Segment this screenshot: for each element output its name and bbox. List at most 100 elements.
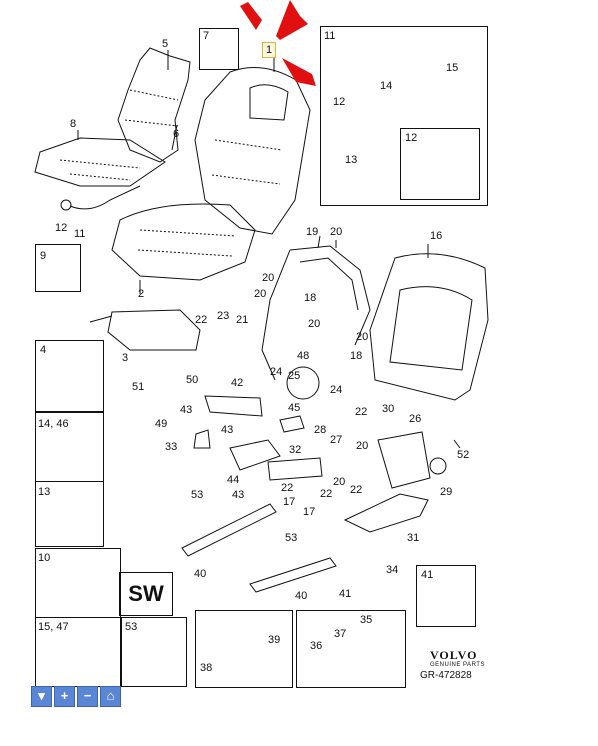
part-label: 44 bbox=[227, 474, 240, 486]
part-label: 45 bbox=[288, 402, 301, 414]
part-30-shape bbox=[377, 431, 431, 489]
part-label: 10 bbox=[38, 552, 51, 564]
part-label: 3 bbox=[122, 352, 129, 364]
part-label: 27 bbox=[330, 434, 343, 446]
part-label: 22 bbox=[195, 314, 208, 326]
part-label: 35 bbox=[360, 614, 373, 626]
part-32-shape bbox=[267, 457, 323, 481]
inset-box-41 bbox=[416, 565, 476, 627]
inset-box-4 bbox=[35, 340, 104, 412]
pointer-icon[interactable]: ▾ bbox=[31, 686, 52, 707]
part-19-shape bbox=[261, 245, 371, 381]
part-8-shape bbox=[34, 137, 166, 187]
zoom-out-icon[interactable]: − bbox=[77, 686, 98, 707]
part-label: 13 bbox=[38, 486, 51, 498]
part-label: 11 bbox=[74, 228, 86, 240]
part-label: 20 bbox=[333, 476, 346, 488]
part-label: 20 bbox=[254, 288, 267, 300]
part-label: 42 bbox=[231, 377, 244, 389]
viewer-toolbar: ▾ + − ⌂ bbox=[31, 686, 121, 707]
part-label: 22 bbox=[355, 406, 368, 418]
part-label: 34 bbox=[386, 564, 399, 576]
part-label: 5 bbox=[162, 38, 169, 50]
part-label: 37 bbox=[334, 628, 347, 640]
part-label: 12 bbox=[405, 132, 418, 144]
part-label: 12 bbox=[333, 96, 346, 108]
brand-logo: VOLVO bbox=[430, 648, 478, 662]
part-label: 38 bbox=[200, 662, 213, 674]
inset-box-7 bbox=[199, 28, 239, 70]
highlight-arrows bbox=[240, 0, 316, 86]
inset-box-9 bbox=[35, 244, 81, 292]
part-44-shape bbox=[229, 439, 281, 471]
part-label: 20 bbox=[262, 272, 275, 284]
red-arrow-3 bbox=[282, 58, 316, 86]
part-label: 26 bbox=[409, 413, 422, 425]
red-arrow-2 bbox=[276, 0, 308, 40]
part-label: 53 bbox=[285, 532, 298, 544]
part-label: 20 bbox=[356, 331, 369, 343]
part-label: 53 bbox=[125, 621, 138, 633]
part-31-shape bbox=[343, 493, 429, 533]
part-label: 22 bbox=[281, 482, 294, 494]
red-arrow-1 bbox=[240, 2, 262, 30]
part-label: 40 bbox=[295, 590, 308, 602]
part-43-shape bbox=[204, 395, 263, 417]
inset-box-13 bbox=[35, 481, 104, 547]
home-icon[interactable]: ⌂ bbox=[100, 686, 121, 707]
zoom-in-icon[interactable]: + bbox=[54, 686, 75, 707]
part-label: 43 bbox=[180, 404, 193, 416]
part-label: 41 bbox=[339, 588, 352, 600]
part-label: 11 bbox=[324, 30, 336, 42]
part-label: 2 bbox=[138, 288, 145, 300]
part-label: 20 bbox=[308, 318, 321, 330]
part-label: 18 bbox=[304, 292, 317, 304]
part-label: 30 bbox=[382, 403, 395, 415]
part-label: 6 bbox=[173, 128, 180, 140]
part-label: 18 bbox=[350, 350, 363, 362]
part-29-shape bbox=[429, 457, 447, 475]
part-label: 36 bbox=[310, 640, 323, 652]
part-label: 43 bbox=[232, 489, 245, 501]
inset-box-38 bbox=[195, 610, 293, 688]
part-label: 33 bbox=[165, 441, 178, 453]
part-label: 7 bbox=[203, 30, 210, 42]
part-label: 32 bbox=[289, 444, 302, 456]
part-label: 43 bbox=[221, 424, 234, 436]
part-label: 24 bbox=[270, 366, 283, 378]
part-label: 15, 47 bbox=[38, 621, 69, 633]
part-label: 15 bbox=[446, 62, 459, 74]
part-label: 50 bbox=[186, 374, 199, 386]
part-label: 22 bbox=[350, 484, 363, 496]
part-label: 49 bbox=[155, 418, 168, 430]
part-label: 13 bbox=[345, 154, 358, 166]
part-label: 31 bbox=[407, 532, 420, 544]
part-label: 17 bbox=[303, 506, 316, 518]
part-label: 52 bbox=[457, 449, 470, 461]
inset-box-10 bbox=[35, 548, 121, 618]
inset-box-35-37 bbox=[296, 610, 406, 688]
part-label: 14 bbox=[380, 80, 393, 92]
part-label: 40 bbox=[194, 568, 207, 580]
part-label: 22 bbox=[320, 488, 333, 500]
part-label: 29 bbox=[440, 486, 453, 498]
part-label: 25 bbox=[288, 370, 301, 382]
part-3-shape bbox=[107, 309, 201, 351]
part-label: 12 bbox=[55, 222, 68, 234]
part-label: 14, 46 bbox=[38, 418, 69, 430]
part-label: 24 bbox=[330, 384, 343, 396]
brand-subtitle: GENUINE PARTS bbox=[430, 662, 485, 668]
part-label: 23 bbox=[217, 310, 230, 322]
part-5-shape bbox=[117, 47, 191, 163]
part-33-shape bbox=[193, 429, 211, 449]
part-1-shape bbox=[194, 67, 311, 235]
part-label: 9 bbox=[40, 250, 47, 262]
inset-box-12 bbox=[400, 128, 480, 200]
part-label: 39 bbox=[268, 634, 281, 646]
part-label: 4 bbox=[40, 344, 47, 356]
part-label: 53 bbox=[191, 489, 204, 501]
diagram-reference: GR-472828 bbox=[420, 670, 472, 681]
part-40b-shape bbox=[249, 557, 337, 593]
